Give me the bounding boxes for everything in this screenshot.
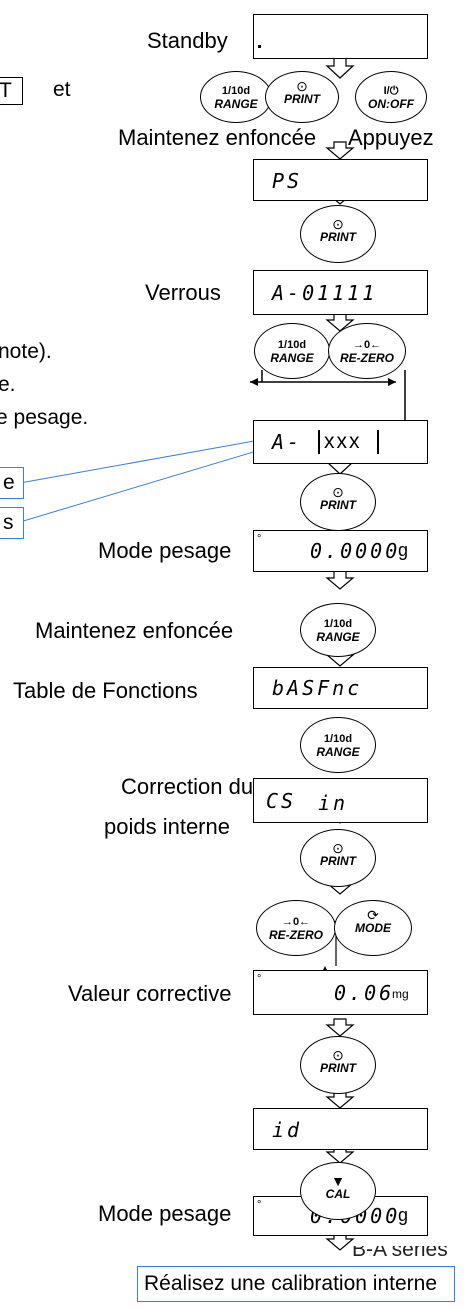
display-weighing-1-unit: g (398, 540, 409, 560)
display-lock-text: A-01111 (272, 281, 378, 305)
corrective-value-label: Valeur corrective (68, 981, 232, 1006)
display-basfnc-text: bASFnc (272, 676, 363, 700)
print-icon: ⊙ (332, 216, 344, 232)
print-icon: ⊙ (332, 840, 344, 856)
hold-label: Maintenez enfoncée (118, 125, 317, 150)
print-icon: ⊙ (332, 1047, 344, 1063)
correction-label-1: Correction du (121, 774, 254, 799)
series-fragment: B-A series (352, 1238, 448, 1261)
stable-mark-2: ° (257, 973, 262, 985)
print-key-5[interactable]: ⊙PRINT (300, 1036, 376, 1094)
on-off-key[interactable]: I/⏻ON:OFF (355, 71, 427, 123)
print-key-fragment: T (0, 77, 23, 105)
re-zero-key-1[interactable]: →0←RE-ZERO (328, 323, 406, 379)
function-table-label: Table de Fonctions (13, 678, 198, 703)
standby-label: Standby (147, 28, 228, 53)
hold-label-2: Maintenez enfoncée (35, 618, 234, 643)
lock-label: Verrous (145, 280, 221, 305)
print-key-3[interactable]: ⊙PRINT (300, 473, 376, 531)
stable-mark-3: ° (257, 1199, 262, 1211)
press-label: Appuyez (348, 125, 434, 150)
cal-triangle-icon: ▼ (331, 1173, 345, 1189)
display-cs-in-a: CS (266, 789, 297, 813)
display-id: id (253, 1108, 428, 1150)
print-key-4[interactable]: ⊙PRINT (300, 829, 376, 887)
print-icon: ⊙ (332, 484, 344, 500)
re-zero-key-2[interactable]: →0←RE-ZERO (256, 900, 336, 956)
print-key-2[interactable]: ⊙PRINT (300, 205, 376, 263)
correction-label-2: poids interne (104, 814, 230, 839)
display-correction-number: 0.06 (334, 981, 395, 1005)
display-id-text: id (272, 1118, 303, 1142)
pesage-fragment: e pesage. (0, 406, 89, 429)
print-key-1[interactable]: ⊙PRINT (265, 71, 339, 123)
cal-key[interactable]: ▼CAL (300, 1162, 376, 1220)
callout-box-2: s (0, 507, 24, 539)
display-standby (253, 14, 428, 59)
weighing-mode-label-1: Mode pesage (98, 538, 232, 563)
display-lock-value: xxx (324, 430, 362, 453)
display-ps-text: PS (272, 169, 303, 193)
print-icon: ⊙ (296, 78, 308, 94)
stable-mark: ° (257, 533, 262, 545)
display-correction-value: ° 0.06 mg (253, 970, 428, 1015)
calibration-banner: Réalisez une calibration interne (137, 1266, 455, 1302)
standby-dot (258, 45, 261, 48)
mode-icon: ⟳ (367, 907, 379, 923)
display-lock: A-01111 (253, 270, 428, 315)
weighing-mode-label-2: Mode pesage (98, 1201, 232, 1226)
e-fragment: e. (0, 373, 16, 396)
display-lock-edit: A- xxx (253, 420, 428, 464)
callout-box-1: e (0, 467, 24, 499)
lock-edit-close-bar (377, 430, 379, 454)
display-lock-prefix: A- (272, 430, 303, 454)
display-weighing-1: ° 0.0000 g (253, 530, 428, 572)
display-basfnc: bASFnc (253, 667, 428, 709)
display-cs-in-b: in (318, 791, 349, 815)
display-weighing-1-value: 0.0000 (310, 539, 401, 563)
note-fragment: note). (0, 340, 52, 363)
mode-key[interactable]: ⟳MODE (334, 900, 412, 956)
display-ps: PS (253, 159, 428, 201)
lock-edit-open-bar (318, 430, 320, 454)
display-cs-in: CS in (253, 778, 428, 823)
display-weighing-2-unit: g (398, 1205, 409, 1225)
display-correction-unit: mg (392, 987, 409, 1001)
et-text: et (53, 78, 71, 101)
